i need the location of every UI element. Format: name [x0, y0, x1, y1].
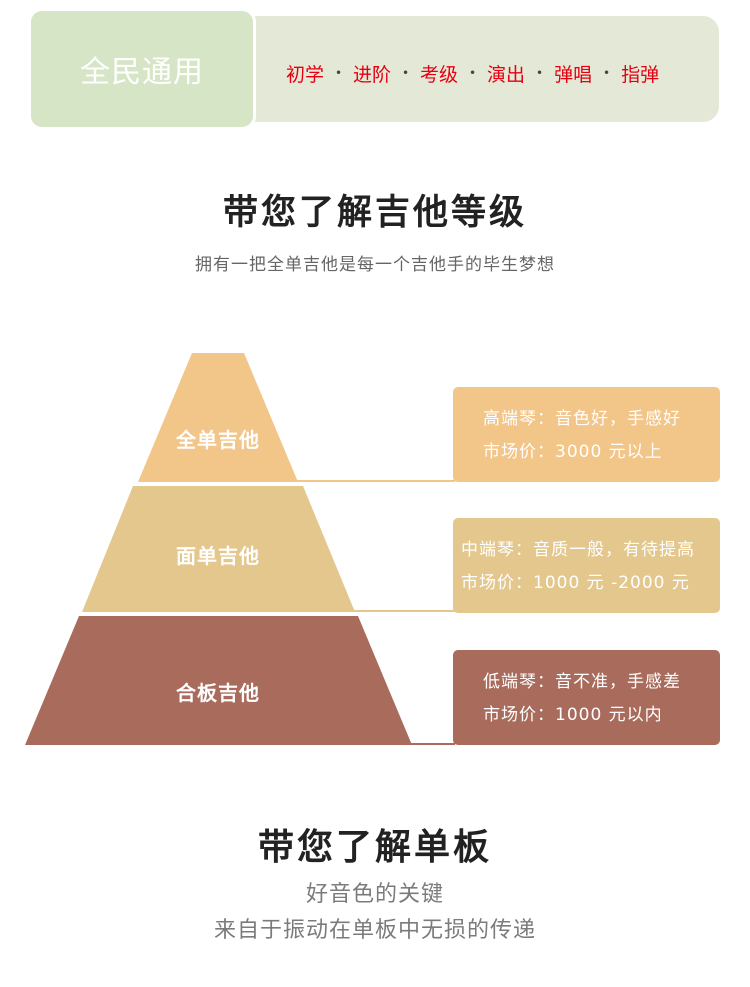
- banner-bar: [252, 16, 719, 122]
- tier-middle-quality: 中端琴：音质一般，有待提高: [461, 540, 695, 560]
- tier-top-quality: 高端琴：音色好，手感好: [483, 409, 681, 429]
- tag-separator: ·: [469, 62, 476, 84]
- board-section-line1: 好音色的关键: [305, 882, 444, 907]
- board-section-line2: 来自于振动在单板中无损的传递: [213, 918, 536, 943]
- tag-fingerstyle: 指弹: [621, 63, 660, 86]
- tag-advanced: 进阶: [353, 63, 392, 86]
- tier-middle-shape: [82, 486, 355, 612]
- tag-beginner: 初学: [286, 63, 325, 86]
- tag-singing: 弹唱: [554, 63, 593, 86]
- grade-section-title: 带您了解吉他等级: [222, 193, 527, 233]
- tier-top-shape: [138, 353, 298, 482]
- tag-separator: ·: [335, 62, 342, 84]
- tag-performance: 演出: [487, 63, 526, 86]
- tier-middle-info-card: 中端琴：音质一般，有待提高 市场价：1000 元 -2000 元: [453, 518, 720, 613]
- grade-section-subtitle: 拥有一把全单吉他是每一个吉他手的毕生梦想: [195, 255, 555, 275]
- tag-separator: ·: [536, 62, 543, 84]
- board-section-title: 带您了解单板: [257, 827, 492, 868]
- tier-bottom-price: 市场价：1000 元以内: [483, 705, 663, 725]
- tier-bottom-quality: 低端琴：音不准，手感差: [483, 672, 681, 692]
- guitar-grade-pyramid: [25, 353, 455, 745]
- tier-bottom-shape: [25, 616, 412, 745]
- tag-separator: ·: [402, 62, 409, 84]
- tier-bottom-label: 合板吉他: [176, 681, 260, 705]
- banner-tags: 初学 · 进阶 · 考级 · 演出 · 弹唱 · 指弹: [286, 58, 659, 88]
- tier-middle-price: 市场价：1000 元 -2000 元: [461, 573, 690, 593]
- tier-middle-label: 面单吉他: [176, 544, 260, 568]
- tier-top-info-card: 高端琴：音色好，手感好 市场价：3000 元以上: [453, 387, 720, 482]
- tier-bottom-info-card: 低端琴：音不准，手感差 市场价：1000 元以内: [453, 650, 720, 745]
- banner-badge-label: 全民通用: [80, 55, 204, 90]
- tag-separator: ·: [603, 62, 610, 84]
- tier-top-label: 全单吉他: [176, 428, 260, 452]
- tier-top-price: 市场价：3000 元以上: [483, 442, 663, 462]
- banner-badge: 全民通用: [28, 8, 256, 130]
- tag-exam: 考级: [420, 63, 459, 86]
